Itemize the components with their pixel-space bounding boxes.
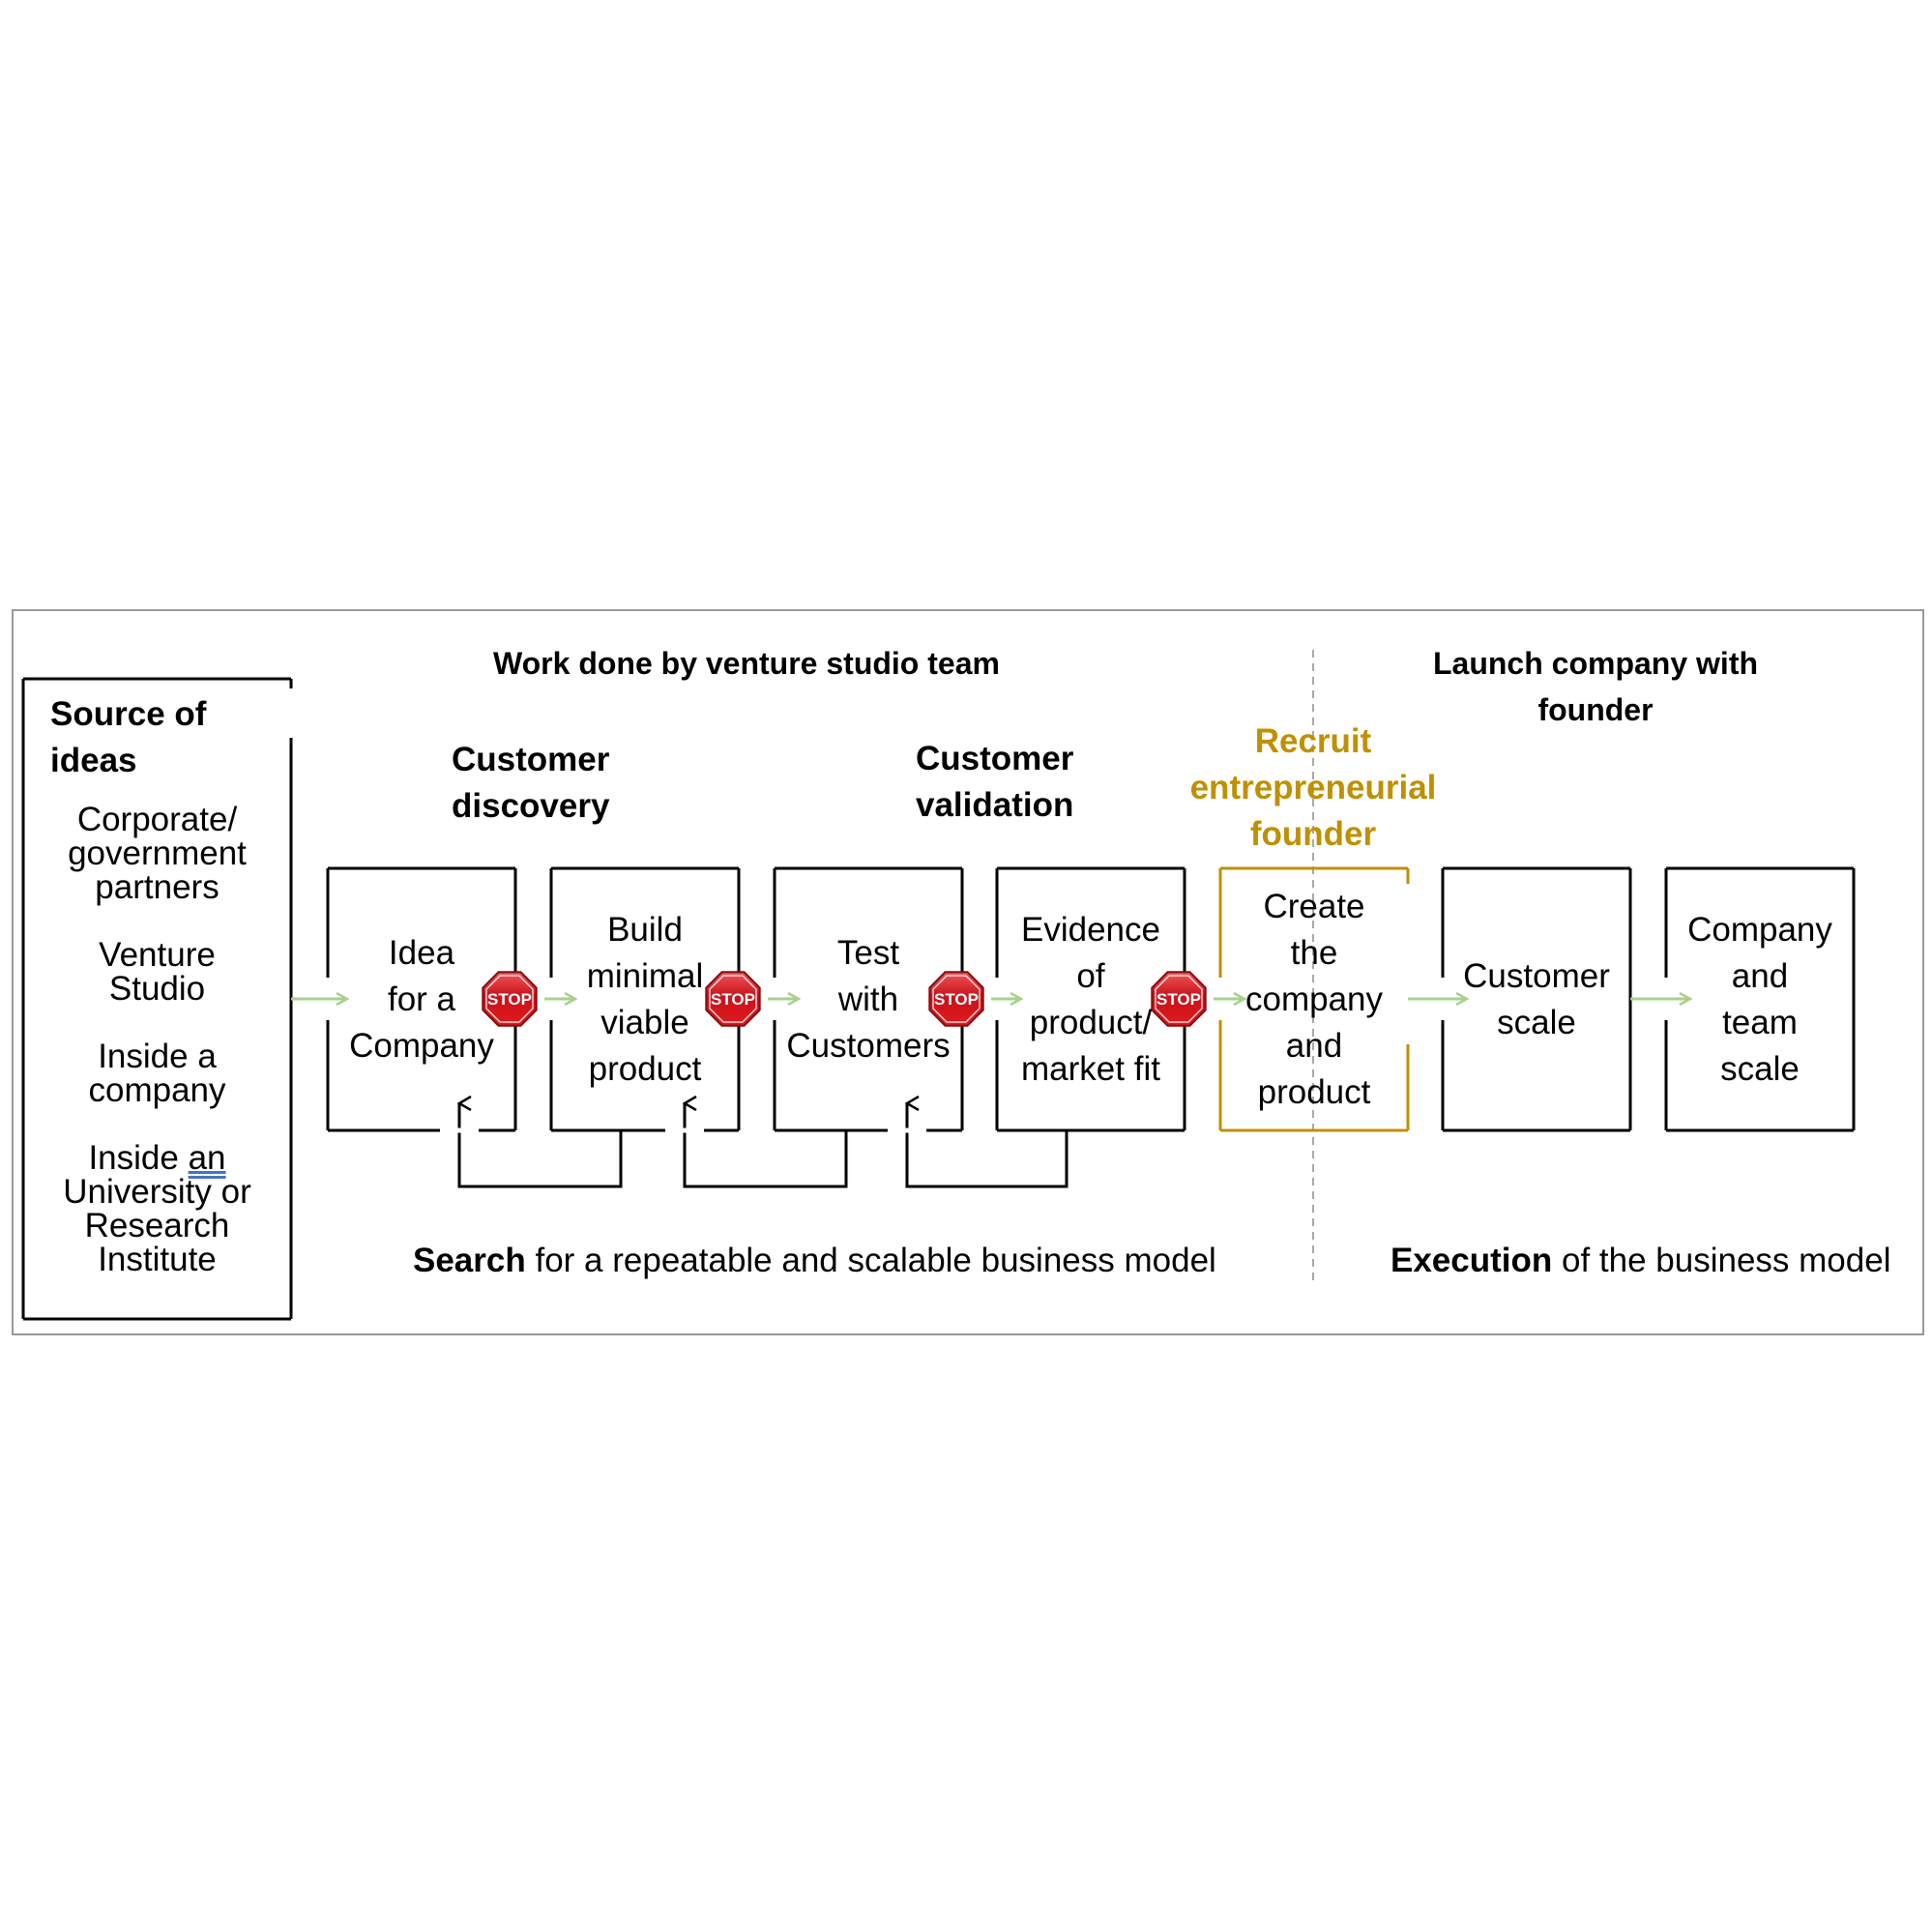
stop-sign-label: STOP	[487, 990, 532, 1009]
step-label-line: Evidence	[1021, 910, 1160, 949]
header-line: founder	[1537, 692, 1654, 727]
step-label-line: Company	[1687, 910, 1832, 949]
step-label-line: Create	[1263, 887, 1365, 925]
caption-search: Search for a repeatable and scalable bus…	[413, 1241, 1216, 1281]
source-item-corporate: Corporate/ government partners	[23, 803, 291, 904]
source-line: Institute	[98, 1241, 217, 1278]
step-label-line: of	[1076, 956, 1105, 995]
step-label-line: for a	[387, 980, 456, 1018]
header-line: discovery	[452, 787, 610, 825]
header-recruit-founder: Recruit entrepreneurial founder	[1168, 718, 1458, 858]
step-label-line: the	[1290, 933, 1338, 972]
caption-search-rest: for a repeatable and scalable business m…	[525, 1242, 1216, 1279]
source-line: partners	[95, 868, 220, 906]
step-label-line: product	[588, 1049, 702, 1088]
header-launch: Launch company with founder	[1373, 640, 1818, 733]
step-label: Build minimal viable product	[543, 872, 746, 1127]
step-label: Create the company and product	[1213, 872, 1416, 1127]
header-line: founder	[1249, 815, 1377, 853]
step-label-line: scale	[1497, 1003, 1576, 1041]
step-label-line: Idea	[388, 933, 455, 972]
stop-sign-label: STOP	[1156, 990, 1201, 1009]
header-line: validation	[916, 786, 1074, 824]
step-label: Idea for a Company	[320, 872, 523, 1127]
source-line: Research	[84, 1207, 230, 1244]
stop-sign-icon: STOP	[1151, 971, 1207, 1027]
header-line: Customer	[916, 740, 1074, 777]
source-item-inside-company: Inside a company	[23, 1039, 291, 1107]
source-line: company	[88, 1071, 226, 1109]
source-line: Inside a	[98, 1038, 217, 1075]
step-box-highlighted	[1218, 866, 1410, 1132]
step-label-line: scale	[1720, 1049, 1800, 1088]
step-label-line: team	[1722, 1003, 1798, 1041]
caption-execution-rest: of the business model	[1552, 1242, 1891, 1279]
step-label-lines: Build minimal viable product	[587, 907, 704, 1093]
step-label-lines: Idea for a Company	[349, 930, 494, 1069]
step-label-lines: Create the company and product	[1245, 884, 1383, 1116]
step-label-line: minimal	[586, 956, 704, 995]
step-label-line: and	[1285, 1026, 1343, 1065]
step-label-line: Customers	[786, 1026, 951, 1065]
step-label-line: Test	[836, 933, 900, 972]
diagram-frame	[12, 609, 1924, 1335]
feedback-loop-arrow-icon	[685, 1103, 848, 1188]
step-label-line: Company	[349, 1026, 494, 1065]
header-studio-team: Work done by venture studio team	[493, 646, 1000, 681]
stop-sign-label: STOP	[934, 990, 979, 1009]
source-item-university: Inside an University or Research Institu…	[23, 1141, 291, 1276]
source-title: Source of ideas	[50, 691, 206, 784]
spellcheck-underlined-word: an	[188, 1139, 226, 1177]
step-label: Company and team scale	[1658, 872, 1861, 1127]
step-label-lines: Company and team scale	[1687, 907, 1832, 1093]
source-box	[21, 677, 293, 1321]
step-label-line: company	[1244, 980, 1384, 1018]
header-line: entrepreneurial	[1189, 769, 1437, 806]
source-line: government	[68, 834, 247, 872]
step-label-line: Build	[607, 910, 683, 949]
source-title-line: ideas	[50, 742, 137, 779]
step-label-lines: Evidence of product/market fit	[1021, 907, 1160, 1093]
source-title-line: Source of	[50, 695, 207, 733]
step-label-line: product	[1257, 1072, 1371, 1111]
stop-sign-icon: STOP	[928, 971, 984, 1027]
source-line: Studio	[108, 970, 206, 1008]
stop-sign-icon: STOP	[705, 971, 761, 1027]
step-label-line: product/	[1029, 1003, 1153, 1041]
feedback-loop-arrow-icon	[907, 1103, 1068, 1188]
header-line: Launch company with	[1432, 646, 1759, 681]
step-label-lines: Customer scale	[1463, 953, 1610, 1046]
step-label: Evidence of product/market fit	[989, 872, 1192, 1127]
stop-sign-label: STOP	[711, 990, 755, 1009]
step-label-line: and	[1731, 956, 1789, 995]
header-line: Recruit	[1254, 722, 1372, 760]
step-label-line: Customer	[1463, 956, 1610, 995]
step-label-line: with	[837, 980, 899, 1018]
header-customer-validation: Customer validation	[916, 736, 1073, 829]
header-line: Customer	[452, 741, 610, 778]
caption-execution: Execution of the business model	[1390, 1241, 1890, 1281]
source-line: Corporate/	[76, 801, 238, 838]
source-item-venture-studio: Venture Studio	[23, 938, 291, 1006]
source-line: Inside an	[23, 1141, 291, 1175]
stop-sign-icon: STOP	[482, 971, 538, 1027]
feedback-loop-arrow-icon	[459, 1103, 623, 1188]
step-label-line: market fit	[1021, 1049, 1160, 1088]
step-label: Customer scale	[1435, 872, 1638, 1127]
caption-execution-bold: Execution	[1390, 1242, 1553, 1279]
step-box	[1664, 866, 1856, 1132]
caption-search-bold: Search	[413, 1242, 526, 1279]
source-line: University or	[63, 1173, 251, 1211]
source-word: Inside	[88, 1139, 179, 1177]
header-customer-discovery: Customer discovery	[452, 737, 609, 830]
source-line: Venture	[99, 936, 216, 974]
source-list: Corporate/ government partners Venture S…	[23, 803, 291, 1276]
step-label-line: viable	[600, 1003, 689, 1041]
